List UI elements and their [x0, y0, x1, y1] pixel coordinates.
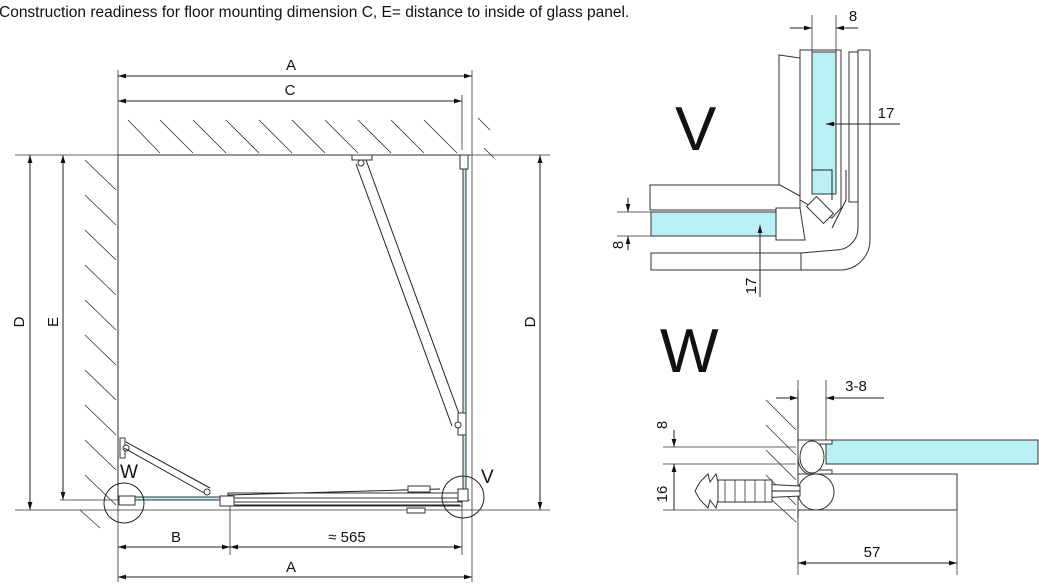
detail-w-dim-16: 16 — [654, 486, 671, 503]
hinge-block — [219, 495, 235, 507]
detail-v-dim-17-right: 17 — [878, 105, 895, 122]
left-stabilizer-bar — [123, 441, 211, 495]
detail-v-glass-horizontal — [650, 211, 796, 237]
detail-w-circle — [103, 482, 145, 524]
dim-d-left: D — [11, 316, 28, 327]
side-glass-panel — [462, 157, 467, 497]
stabilizer-bar — [355, 159, 463, 427]
dim-d-right: D — [522, 316, 539, 327]
detail-w: W — [654, 317, 1039, 575]
dim-a-bottom: A — [286, 559, 296, 576]
stabilizer-wall-mount — [351, 154, 373, 161]
caption: Construction readiness for floor mountin… — [0, 4, 630, 21]
plan-view: A C D E D B ≈ 565 A W V — [11, 57, 550, 582]
detail-v-title: V — [675, 95, 717, 164]
detail-v-dim-8-top: 8 — [849, 8, 857, 25]
detail-w-dim-3-8: 3-8 — [845, 378, 867, 395]
detail-w-title: W — [660, 317, 719, 386]
left-wall-hatch — [79, 155, 119, 529]
dim-e: E — [45, 317, 62, 327]
detail-w-glass — [825, 439, 1039, 465]
dim-b: B — [171, 529, 181, 546]
wall-profile-top — [459, 154, 469, 170]
dim-c: C — [285, 82, 296, 99]
marker-w: W — [120, 462, 138, 483]
detail-v-dim-17-bottom: 17 — [743, 278, 760, 295]
door-handle — [407, 485, 431, 493]
dim-a-top: A — [286, 57, 296, 74]
detail-w-dim-57: 57 — [864, 544, 881, 561]
dim-565: ≈ 565 — [328, 529, 365, 546]
detail-w-dim-8: 8 — [654, 421, 671, 429]
detail-v: V 8 17 — [610, 8, 900, 297]
detail-w-bottom-seal — [797, 473, 835, 511]
marker-v: V — [481, 467, 494, 488]
detail-v-dim-8-left: 8 — [610, 241, 627, 249]
top-wall-hatch — [118, 117, 495, 159]
detail-v-circle — [441, 475, 485, 519]
